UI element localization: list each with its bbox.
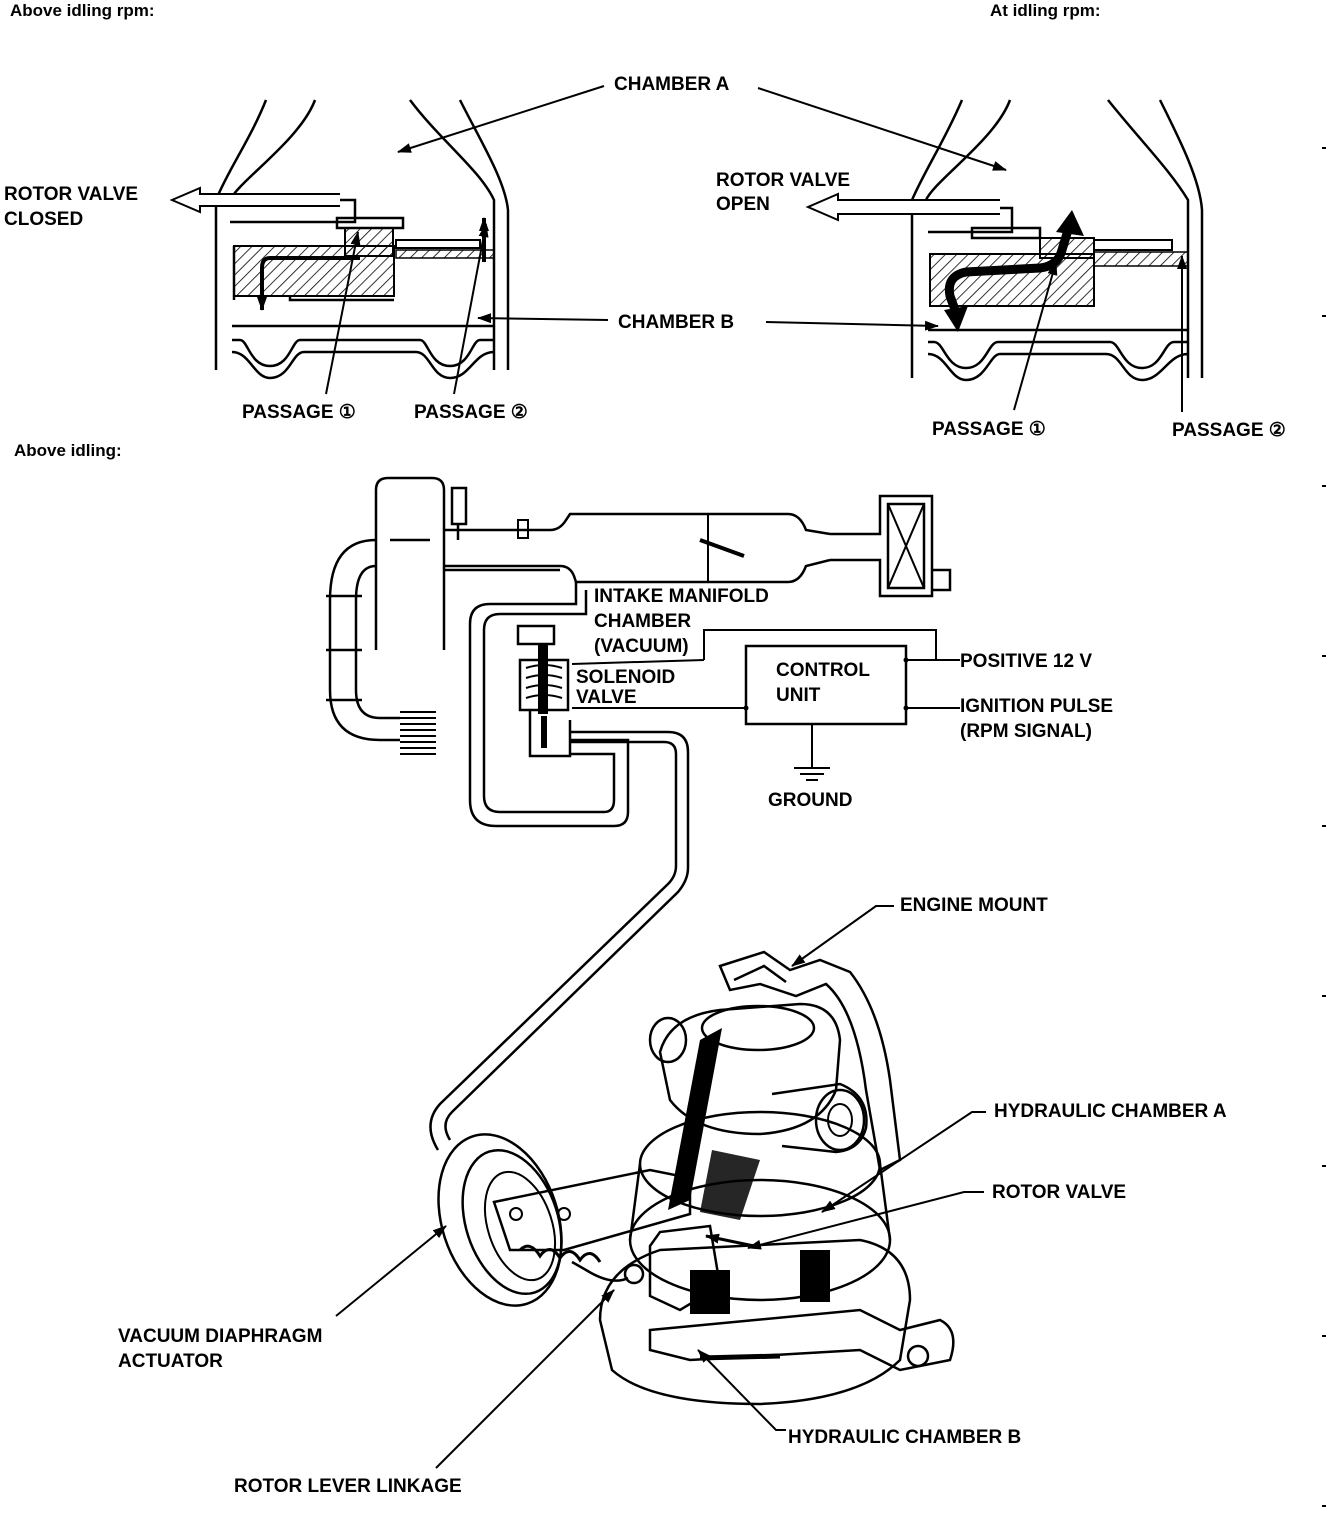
control-unit-box — [744, 644, 908, 726]
label-rotor-valve-open-1: ROTOR VALVE — [716, 170, 850, 191]
label-positive-12v: POSITIVE 12 V — [960, 651, 1092, 672]
engine-mount-assembly — [437, 950, 955, 1406]
label-engine-mount: ENGINE MOUNT — [900, 895, 1048, 916]
label-ignition-pulse-1: IGNITION PULSE — [960, 696, 1113, 717]
section-title-above-idling: Above idling: — [14, 441, 122, 460]
label-passage-1-right: PASSAGE ① — [932, 419, 1046, 440]
section-title-above-idling-rpm: Above idling rpm: — [10, 1, 155, 20]
label-control-unit-2: UNIT — [776, 685, 821, 706]
label-intake-manifold-3: (VACUUM) — [594, 636, 689, 657]
label-hydraulic-chamber-a: HYDRAULIC CHAMBER A — [994, 1101, 1227, 1122]
label-vacuum-diaphragm-1: VACUUM DIAPHRAGM — [118, 1326, 322, 1347]
label-passage-1-left: PASSAGE ① — [242, 402, 356, 423]
label-solenoid-1: SOLENOID — [576, 667, 675, 688]
label-ignition-pulse-2: (RPM SIGNAL) — [960, 721, 1092, 742]
label-passage-2-right: PASSAGE ② — [1172, 420, 1286, 441]
label-ground: GROUND — [768, 790, 852, 811]
label-chamber-a: CHAMBER A — [614, 74, 730, 95]
label-chamber-b: CHAMBER B — [618, 312, 734, 333]
label-solenoid-2: VALVE — [576, 687, 637, 708]
label-rotor-valve: ROTOR VALVE — [992, 1182, 1126, 1203]
section-title-at-idling-rpm: At idling rpm: — [990, 1, 1100, 20]
label-passage-2-left: PASSAGE ② — [414, 402, 528, 423]
label-rotor-valve-closed-1: ROTOR VALVE — [4, 184, 138, 205]
margin-ticks — [1322, 147, 1326, 1507]
label-control-unit-1: CONTROL — [776, 660, 870, 681]
label-rotor-lever-linkage: ROTOR LEVER LINKAGE — [234, 1476, 462, 1497]
label-rotor-valve-closed-2: CLOSED — [4, 209, 83, 230]
intake-system-drawing — [326, 476, 960, 1151]
label-hydraulic-chamber-b: HYDRAULIC CHAMBER B — [788, 1427, 1021, 1448]
label-intake-manifold-2: CHAMBER — [594, 611, 691, 632]
label-rotor-valve-open-2: OPEN — [716, 194, 770, 215]
label-vacuum-diaphragm-2: ACTUATOR — [118, 1351, 223, 1372]
valve-open-detail — [910, 99, 1204, 382]
label-intake-manifold-1: INTAKE MANIFOLD — [594, 586, 769, 607]
